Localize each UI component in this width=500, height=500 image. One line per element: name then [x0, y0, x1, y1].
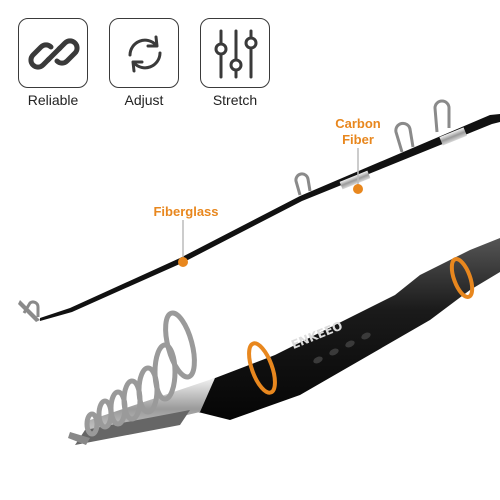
carbon-fiber-label-line2: Fiber — [342, 132, 374, 147]
rotate-arrows-icon — [128, 35, 162, 73]
rod-joint — [339, 170, 371, 190]
reliable-feature-box — [18, 18, 88, 88]
carbon-fiber-callout: Carbon Fiber — [326, 116, 390, 148]
orange-ring — [247, 341, 277, 395]
reliable-label: Reliable — [27, 92, 79, 108]
fiberglass-callout: Fiberglass — [153, 204, 219, 219]
sliders-icon — [214, 29, 258, 79]
rod-joint — [439, 127, 467, 146]
chain-link-icon — [28, 38, 80, 70]
stacked-guides — [84, 310, 197, 437]
adjust-label: Adjust — [124, 92, 164, 108]
carbon-fiber-pointer — [353, 148, 363, 194]
stretch-label: Stretch — [212, 92, 258, 108]
fiberglass-pointer — [178, 220, 188, 267]
rod-handle: ENKEEO — [190, 238, 500, 420]
rod-tip — [18, 300, 40, 322]
rod-guides — [22, 99, 451, 317]
stretch-feature-box — [200, 18, 270, 88]
extended-rod — [18, 99, 500, 322]
grip-holes — [313, 332, 371, 364]
carbon-fiber-label-line1: Carbon — [335, 116, 381, 131]
orange-ring — [449, 257, 475, 299]
collapsed-tip — [68, 432, 90, 445]
collapsed-sections — [68, 310, 215, 445]
adjust-feature-box — [109, 18, 179, 88]
